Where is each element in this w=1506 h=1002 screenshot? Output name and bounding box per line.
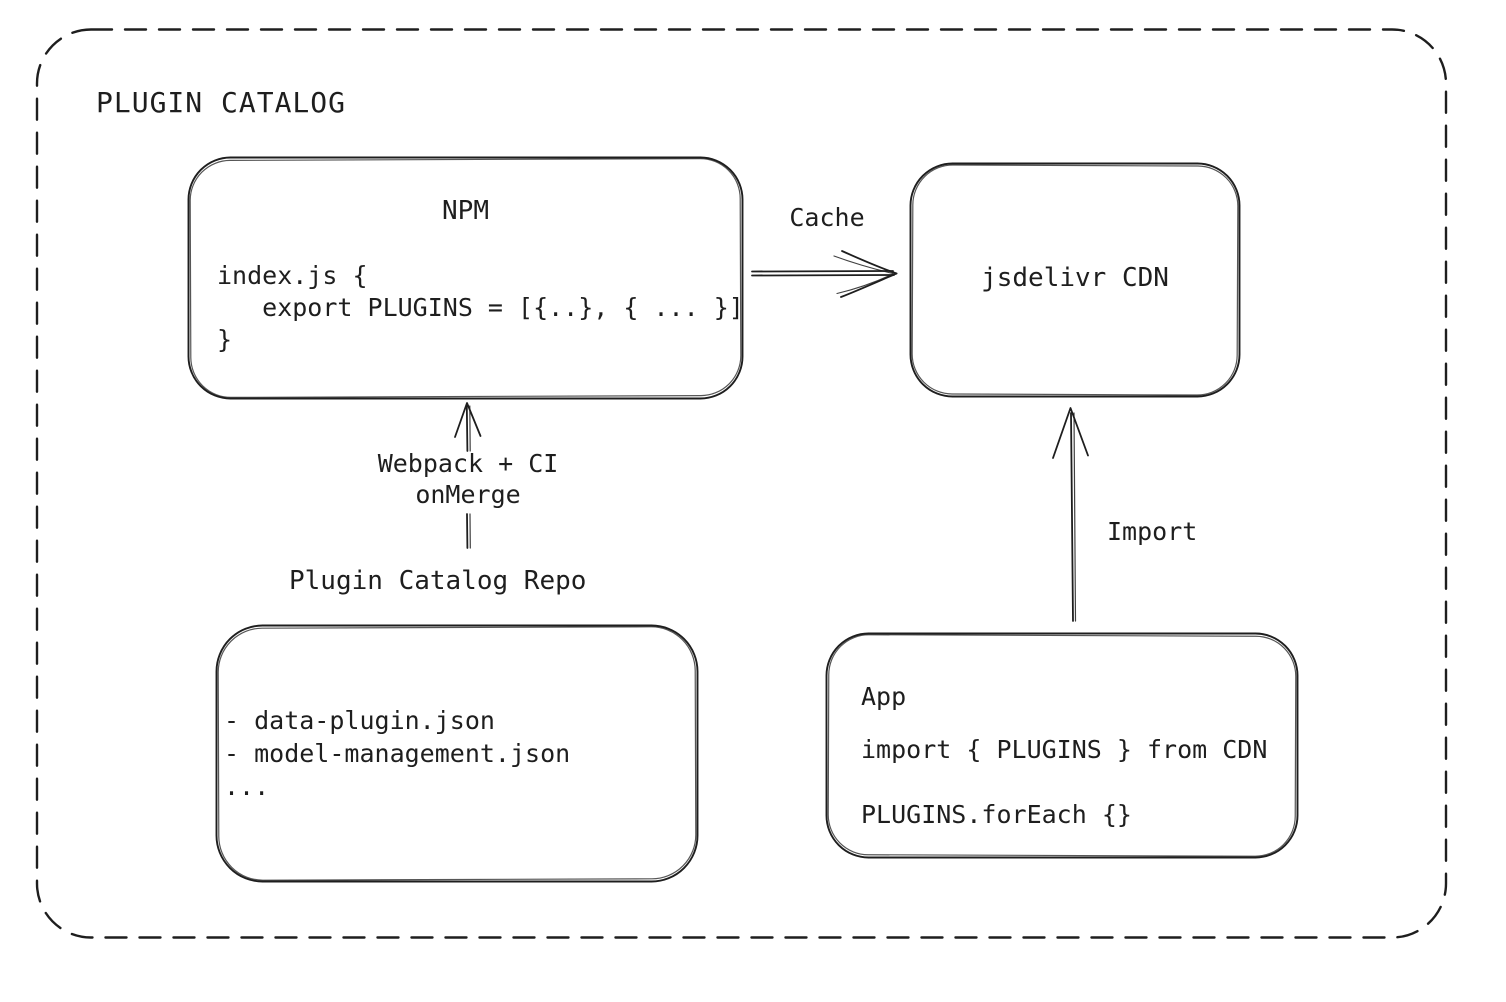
npm-code-line: export PLUGINS = [{..}, { ... }] (217, 293, 744, 322)
cache-arrow (751, 250, 898, 298)
build-arrow-label-line1: Webpack + CI (377, 449, 559, 478)
build-arrow-label-line2: onMerge (415, 480, 521, 509)
repo-file-item: ... (224, 772, 270, 801)
app-code-line: import { PLUGINS } from CDN (861, 735, 1268, 764)
catalog-title: PLUGIN CATALOG (96, 86, 347, 119)
repo-node-title: Plugin Catalog Repo (289, 566, 587, 596)
npm-code-line: } (217, 325, 233, 354)
app-code-line: PLUGINS.forEach {} (861, 800, 1132, 829)
cdn-node-title: jsdelivr CDN (981, 263, 1169, 293)
repo-file-item: - model-management.json (224, 739, 571, 768)
import-arrow-label: Import (1107, 517, 1198, 546)
cache-arrow-label: Cache (789, 203, 865, 232)
npm-node-title: NPM (442, 196, 489, 226)
npm-code-line: index.js { (217, 261, 368, 290)
app-node-title: App (861, 682, 907, 711)
import-arrow (1052, 407, 1089, 622)
repo-file-item: - data-plugin.json (224, 706, 495, 735)
